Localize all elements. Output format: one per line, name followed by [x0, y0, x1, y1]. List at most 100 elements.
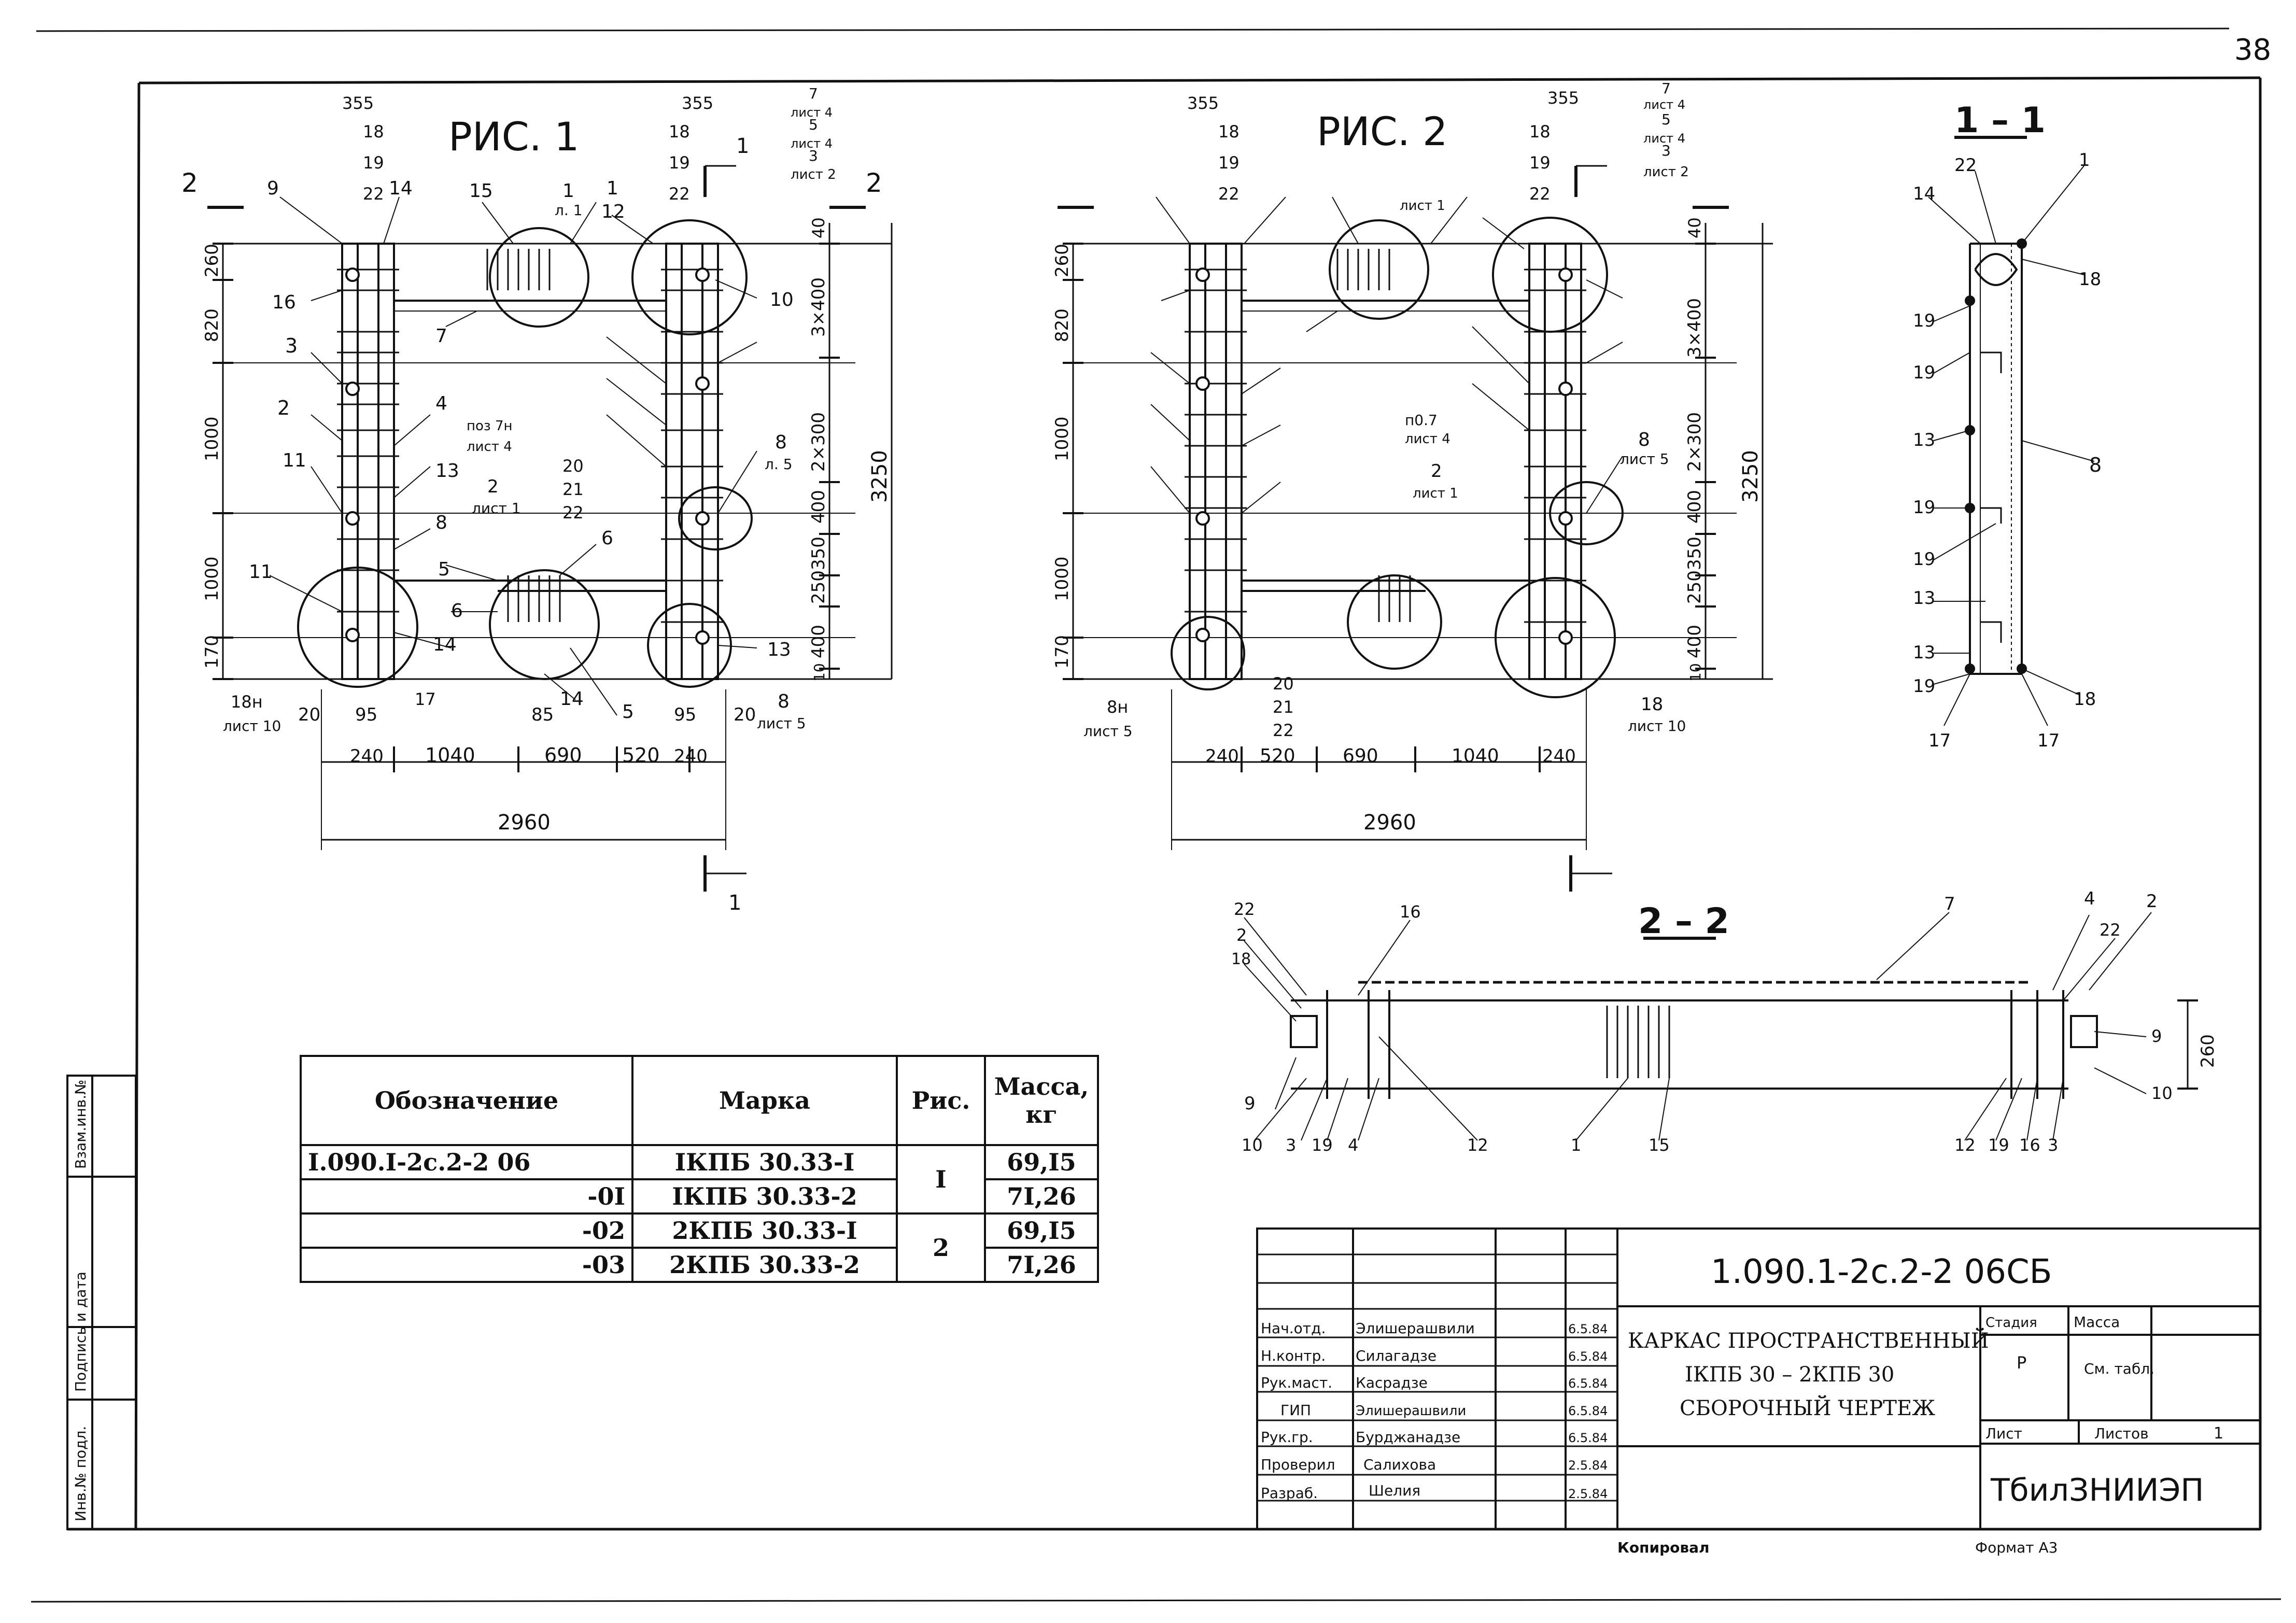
fig2-top-355a: 355	[1187, 93, 1219, 113]
fig1-sec-1b: 1	[728, 891, 741, 915]
fig1-c19: 6	[601, 528, 613, 549]
fig2-note-7s: лист 4	[1643, 97, 1685, 112]
sheet-frame	[31, 27, 2281, 1603]
fig1-note-22: 22	[562, 503, 584, 523]
row-fig: 2	[896, 1212, 986, 1283]
fig1-rdim-4: 350	[808, 537, 829, 570]
tb-name-3: Элишерашвили	[1356, 1403, 1466, 1419]
fig2-note-lst1: лист 1	[1400, 198, 1445, 214]
row-mark: 2КПБ 30.33-I	[631, 1212, 898, 1249]
margin-stamp	[66, 1075, 137, 1530]
s11-c1: 22	[1954, 155, 1977, 176]
fig1-ldim-2: 1000	[202, 416, 222, 461]
s22-c21: 10	[2151, 1083, 2173, 1103]
s22-c13: 12	[1467, 1135, 1488, 1155]
header-mark: Марка	[631, 1055, 898, 1146]
s11-c7: 19	[1913, 497, 1935, 518]
fig2-top-18b: 18	[1529, 122, 1551, 142]
tb-role-2: Рук.маст.	[1261, 1374, 1332, 1391]
fig2-note-p7s: лист 4	[1405, 431, 1450, 447]
row-mass: 69,I5	[984, 1144, 1099, 1180]
fig1-rdim-1: 3×400	[808, 277, 829, 337]
fig1-c3: 1	[562, 180, 574, 202]
fig1-note-8s: л. 5	[765, 456, 793, 473]
fig1-note-l1: л. 1	[555, 202, 583, 219]
table-row: -0I IКПБ 30.33-2 7I,26	[300, 1178, 1099, 1215]
tb-date-3: 6.5.84	[1568, 1404, 1608, 1418]
tb-name-6: Шелия	[1369, 1482, 1420, 1499]
s22-c5: 4	[2084, 888, 2095, 909]
fig2-note-18s: лист 10	[1628, 717, 1686, 735]
row-mark: IКПБ 30.33-I	[631, 1144, 898, 1180]
table-row: -02 2КПБ 30.33-I 2 69,I5	[300, 1212, 1099, 1283]
tb-date-6: 2.5.84	[1568, 1487, 1608, 1501]
title-block	[1256, 1227, 2261, 1530]
fig1-bdim-3: 520	[622, 744, 660, 767]
fig1-c0: 9	[267, 178, 279, 199]
fig2-top-22a: 22	[1218, 184, 1239, 204]
stamp-podpis: Подпись и дата	[72, 1272, 89, 1392]
s11-c8: 19	[1913, 549, 1935, 570]
fig1-note-7h: поз 7н	[467, 418, 513, 434]
s22-c9: 10	[1242, 1135, 1263, 1155]
tb-name-4: Бурджанадзе	[1356, 1429, 1460, 1446]
row-designation: -03	[300, 1247, 633, 1283]
tb-date-0: 6.5.84	[1568, 1322, 1608, 1336]
tb-date-2: 6.5.84	[1568, 1376, 1608, 1391]
fig1-top-355b: 355	[682, 93, 713, 113]
s22-c20: 9	[2151, 1026, 2162, 1046]
fig2-bdim-2: 690	[1343, 745, 1378, 767]
fig1-note-20: 20	[562, 456, 584, 476]
fig1-c22: 13	[767, 639, 791, 660]
fig1-c9: 3	[285, 334, 298, 357]
fig1-rdim-0: 40	[809, 217, 828, 238]
fig1-c7: 16	[272, 292, 296, 313]
fig2-note-2: 2	[1431, 461, 1442, 482]
fig2-note-18: 18	[1641, 694, 1663, 715]
doc-name-3: СБОРОЧНЫЙ ЧЕРТЕЖ	[1680, 1395, 1935, 1420]
stage-label: Стадия	[1985, 1315, 2037, 1331]
fig1-c6: 10	[770, 289, 794, 311]
fig2-width: 2960	[1363, 811, 1416, 835]
row-mark: IКПБ 30.33-2	[631, 1178, 898, 1215]
fig1-ldim-0: 260	[202, 244, 222, 277]
fig1-sec-2r: 2	[866, 168, 882, 198]
header-designation: Обозначение	[300, 1055, 633, 1146]
s22-c19: 3	[2048, 1135, 2058, 1155]
fig1-c5: 12	[601, 201, 625, 222]
fig1-sec-2l: 2	[181, 168, 198, 198]
fig2-note-8: 8	[1638, 429, 1650, 450]
s11-c2: 1	[2079, 150, 2090, 171]
fig2-rdim-4: 350	[1684, 537, 1705, 570]
doc-name-1: КАРКАС ПРОСТРАНСТВЕННЫЙ	[1628, 1328, 1989, 1353]
fig1-top-18b: 18	[669, 122, 690, 142]
fig1-c16: 6	[451, 600, 463, 622]
fig1-note-18hs: лист 10	[223, 717, 281, 735]
table-row: -03 2КПБ 30.33-2 7I,26	[300, 1247, 1099, 1283]
row-mass: 7I,26	[984, 1178, 1099, 1215]
tb-date-1: 6.5.84	[1568, 1349, 1608, 1364]
fig2-rdim-3: 400	[1684, 490, 1705, 524]
row-mass: 7I,26	[984, 1247, 1099, 1283]
fig2-note-7: 7	[1661, 80, 1671, 97]
row-fig: I	[896, 1144, 986, 1215]
fig1-c8: 7	[435, 326, 447, 347]
fig1-c13: 13	[435, 460, 459, 482]
fig2-note-8h: 8н	[1107, 697, 1128, 717]
fig1-top-22a: 22	[363, 184, 384, 204]
s22-c0: 22	[1234, 899, 1255, 919]
row-mark: 2КПБ 30.33-2	[631, 1247, 898, 1283]
fig1-c24: 20	[298, 704, 320, 725]
fig2-top-18a: 18	[1218, 122, 1239, 142]
fig1-c14: 8	[435, 512, 447, 533]
fig2-ldim-4: 170	[1052, 635, 1073, 669]
fig2-rdim-2: 2×300	[1684, 412, 1705, 472]
fig2-ldim-0: 260	[1052, 244, 1073, 277]
s11-c13: 17	[2037, 730, 2060, 751]
fig1-note-5s: лист 4	[791, 136, 833, 151]
section-1-1-title: 1 – 1	[1954, 100, 2046, 141]
doc-name-2: IКПБ 30 – 2КПБ 30	[1685, 1363, 1894, 1387]
s22-c12: 4	[1348, 1135, 1358, 1155]
fig2-top-22b: 22	[1529, 184, 1551, 204]
fig1-c17: 14	[433, 634, 457, 655]
